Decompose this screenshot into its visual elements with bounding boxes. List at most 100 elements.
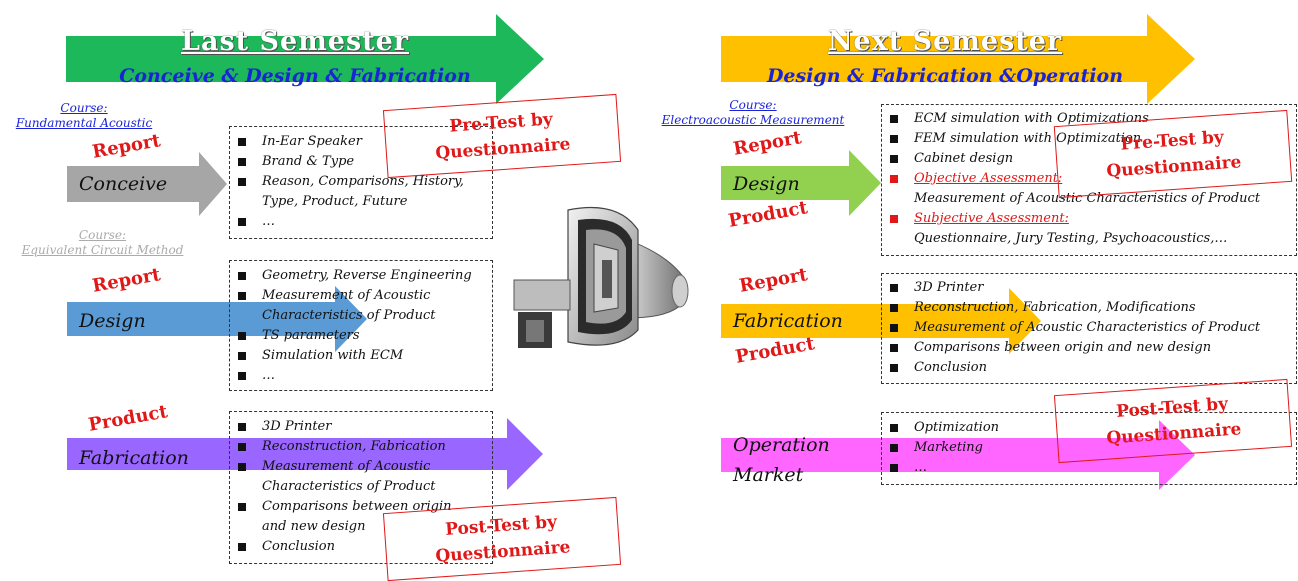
list-item-text: Brand & Type — [262, 154, 355, 169]
list-item: Reconstruction, Fabrication, Modificatio… — [882, 298, 1296, 318]
list-item-text: Type, Product, Future — [262, 194, 408, 209]
bullet-square-icon — [238, 272, 246, 280]
list-item-text: TS parameters — [262, 328, 360, 343]
list-item: Conclusion — [230, 537, 492, 557]
next-semester-header-arrow — [721, 14, 1195, 104]
course-fundamental-acoustic[interactable]: Course: Fundamental Acoustic — [4, 101, 164, 131]
list-item-text: Characteristics of Product — [262, 479, 436, 494]
list-item-text: Reason, Comparisons, History, — [262, 174, 464, 189]
list-item: FEM simulation with Optimization — [882, 129, 1296, 149]
bullet-square-icon — [238, 292, 246, 300]
bullet-square-icon — [238, 352, 246, 360]
list-item: 3D Printer — [882, 278, 1296, 298]
bullet-square-icon — [890, 324, 898, 332]
fabrication-arrow — [67, 418, 543, 490]
course-label: Course: — [729, 98, 777, 112]
list-item: … — [882, 458, 1296, 478]
bullet-square-icon — [238, 463, 246, 471]
list-item: Measurement of Acoustic — [230, 286, 492, 306]
design-label-right: Design — [733, 173, 800, 195]
course-name: Electroacoustic Measurement — [661, 113, 845, 127]
list-item-text: Characteristics of Product — [262, 308, 436, 323]
list-item-text: Subjective Assessment: — [914, 211, 1069, 226]
list-item: Type, Product, Future — [230, 192, 492, 212]
list-item: Questionnaire, Jury Testing, Psychoacous… — [882, 229, 1296, 249]
list-item-text: Measurement of Acoustic Characteristics … — [914, 320, 1261, 335]
list-item: TS parameters — [230, 326, 492, 346]
list-item-text: Measurement of Acoustic Characteristics … — [914, 191, 1261, 206]
list-item: Characteristics of Product — [230, 477, 492, 497]
course-name: Equivalent Circuit Method — [21, 243, 184, 257]
bullet-square-icon — [238, 138, 246, 146]
list-item: Geometry, Reverse Engineering — [230, 266, 492, 286]
bullet-square-icon — [238, 218, 246, 226]
course-label: Course: — [60, 101, 108, 115]
list-item-text: 3D Printer — [914, 280, 984, 295]
bullet-square-icon — [890, 344, 898, 352]
list-item-text: Conclusion — [914, 360, 987, 375]
operation-label: Operation Market — [733, 430, 830, 490]
list-item: Reconstruction, Fabrication — [230, 437, 492, 457]
list-item: Characteristics of Product — [230, 306, 492, 326]
list-item-text: and new design — [262, 519, 366, 534]
list-item: In-Ear Speaker — [230, 132, 492, 152]
list-item-text: 3D Printer — [262, 419, 332, 434]
course-equivalent-circuit[interactable]: Course: Equivalent Circuit Method — [10, 228, 195, 258]
list-item-text: FEM simulation with Optimization — [914, 131, 1142, 146]
last-semester-header-arrow — [66, 14, 544, 104]
list-item: ECM simulation with Optimizations — [882, 109, 1296, 129]
bullet-square-icon — [890, 464, 898, 472]
list-item-text: Simulation with ECM — [262, 348, 404, 363]
list-item-text: Conclusion — [262, 539, 335, 554]
design-arrow-right — [721, 150, 881, 216]
course-label: Course: — [78, 228, 127, 242]
list-item-text: Marketing — [914, 440, 983, 455]
bullet-square-icon — [238, 543, 246, 551]
list-item-text: Optimization — [914, 420, 1000, 435]
list-item-text: Cabinet design — [914, 151, 1014, 166]
list-item-text: ECM simulation with Optimizations — [914, 111, 1149, 126]
course-electroacoustic-measurement[interactable]: Course: Electroacoustic Measurement — [654, 98, 852, 128]
list-item: Objective Assessment: — [882, 169, 1296, 189]
list-item: Conclusion — [882, 358, 1296, 378]
bullet-square-icon — [890, 115, 898, 123]
list-item-text: Reconstruction, Fabrication — [262, 439, 446, 454]
list-item: Measurement of Acoustic — [230, 457, 492, 477]
design-label: Design — [79, 310, 146, 332]
list-item-text: Reconstruction, Fabrication, Modificatio… — [914, 300, 1196, 315]
list-item: … — [230, 212, 492, 232]
in-ear-speaker-cutaway-image — [513, 207, 689, 348]
list-item: … — [230, 366, 492, 386]
bullet-square-icon — [238, 372, 246, 380]
list-item: Marketing — [882, 438, 1296, 458]
last-semester-title: Last Semester — [180, 26, 410, 57]
list-item: Cabinet design — [882, 149, 1296, 169]
conceive-arrow — [67, 152, 227, 216]
fabrication-label: Fabrication — [79, 447, 189, 469]
bullet-square-icon — [890, 364, 898, 372]
list-item-text: Objective Assessment: — [914, 171, 1063, 186]
bullet-square-icon — [890, 284, 898, 292]
list-item-text: In-Ear Speaker — [262, 134, 362, 149]
list-item: 3D Printer — [230, 417, 492, 437]
operation-arrow — [721, 420, 1195, 490]
list-item: Optimization — [882, 418, 1296, 438]
bullet-square-icon — [238, 443, 246, 451]
list-item-text: Comparisons between origin and new desig… — [914, 340, 1212, 355]
bullet-square-icon — [890, 155, 898, 163]
fabrication-label-right: Fabrication — [733, 310, 843, 332]
course-name: Fundamental Acoustic — [15, 116, 153, 130]
list-item-text: Measurement of Acoustic — [262, 459, 431, 474]
next-semester-subtitle: Design & Fabrication &Operation — [766, 65, 1124, 87]
list-item: Comparisons between origin — [230, 497, 492, 517]
bullet-square-icon — [890, 175, 898, 183]
list-item: and new design — [230, 517, 492, 537]
list-item: Simulation with ECM — [230, 346, 492, 366]
bullet-square-icon — [238, 423, 246, 431]
list-item: Subjective Assessment: — [882, 209, 1296, 229]
